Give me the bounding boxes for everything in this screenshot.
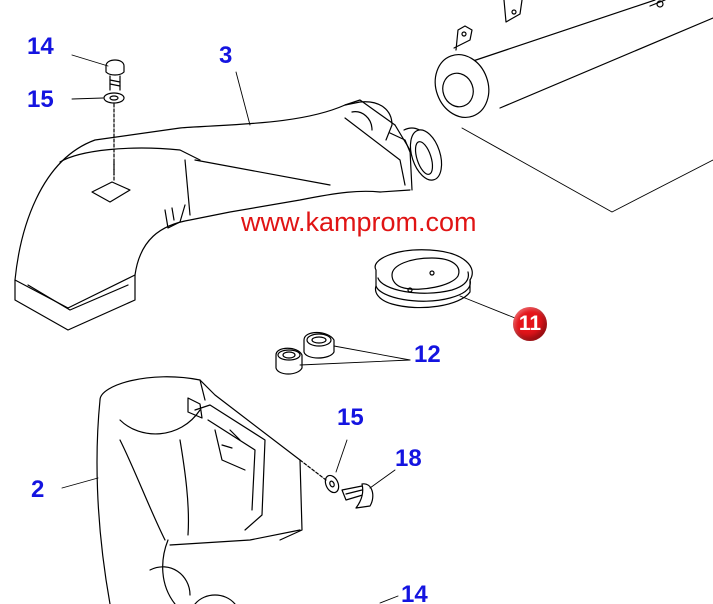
gasket-drawing bbox=[374, 249, 516, 319]
callout-14-bottom: 14 bbox=[401, 581, 428, 604]
grommets-drawing bbox=[275, 331, 411, 375]
highlighted-part-badge[interactable]: 11 bbox=[513, 307, 547, 341]
callout-14-top: 14 bbox=[27, 33, 54, 60]
callout-15-top: 15 bbox=[27, 86, 54, 113]
upper-duct-drawing bbox=[14, 99, 443, 331]
muffler-drawing bbox=[434, 0, 713, 213]
leader-lines bbox=[235, 71, 399, 604]
callout-3: 3 bbox=[219, 42, 233, 69]
watermark: www.kamprom.com bbox=[241, 207, 477, 237]
callout-15-mid: 15 bbox=[337, 404, 364, 431]
bolt-mid-drawing bbox=[299, 439, 396, 509]
callout-2: 2 bbox=[31, 476, 45, 503]
lower-duct-drawing bbox=[61, 376, 303, 604]
callout-12: 12 bbox=[414, 341, 441, 368]
bolt-top-drawing bbox=[71, 54, 125, 176]
callout-18: 18 bbox=[395, 445, 422, 472]
